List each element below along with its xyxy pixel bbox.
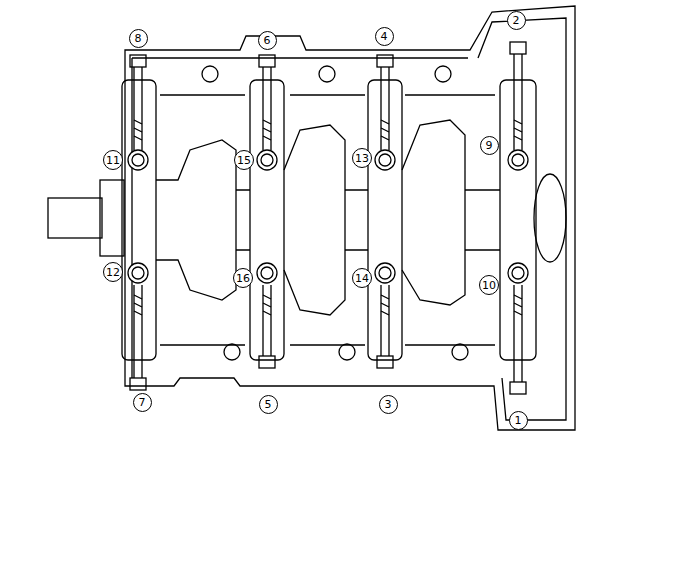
callout-circle: 2 <box>507 11 526 30</box>
callout-circle: 14 <box>352 268 372 288</box>
callout-circle: 1 <box>509 411 528 430</box>
block-outline <box>125 6 575 430</box>
callout-number: 15 <box>237 155 251 166</box>
callout-number: 5 <box>265 399 272 410</box>
callout-circle: 4 <box>375 27 394 46</box>
bolts <box>128 42 528 394</box>
callout-number: 1 <box>515 415 522 426</box>
block-holes <box>160 66 495 360</box>
callout-number: 9 <box>486 140 493 151</box>
callout-circle: 11 <box>103 150 123 170</box>
callout-number: 6 <box>264 35 271 46</box>
block-inner-outline <box>132 18 566 420</box>
callout-number: 12 <box>106 267 120 278</box>
callout-circle: 5 <box>259 395 278 414</box>
callout-circle: 10 <box>479 275 499 295</box>
callout-circle: 3 <box>379 395 398 414</box>
crankshaft <box>48 120 566 315</box>
callout-number: 13 <box>355 153 369 164</box>
callout-circle: 12 <box>103 262 123 282</box>
callout-number: 7 <box>139 397 146 408</box>
callout-number: 8 <box>135 33 142 44</box>
callout-circle: 15 <box>234 150 254 170</box>
callout-number: 11 <box>106 155 120 166</box>
callout-number: 3 <box>385 399 392 410</box>
callout-circle: 16 <box>233 268 253 288</box>
callout-circle: 6 <box>258 31 277 50</box>
callout-number: 16 <box>236 273 250 284</box>
callout-number: 2 <box>513 15 520 26</box>
callout-circle: 8 <box>129 29 148 48</box>
callout-circle: 13 <box>352 148 372 168</box>
bearing-caps <box>122 80 536 360</box>
callout-number: 14 <box>355 273 369 284</box>
callout-circle: 9 <box>480 136 499 155</box>
callout-number: 4 <box>381 31 388 42</box>
callout-circle: 7 <box>133 393 152 412</box>
callout-number: 10 <box>482 280 496 291</box>
